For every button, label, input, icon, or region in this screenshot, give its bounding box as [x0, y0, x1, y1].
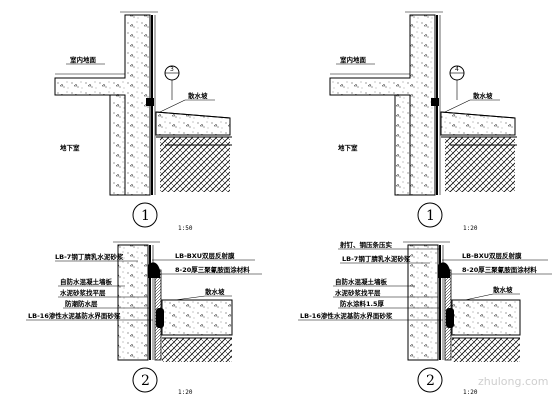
- seal-block-top-4: [438, 262, 450, 278]
- label-right-3-2: 8-20厚三聚氰胺面涂材料: [175, 265, 250, 274]
- detail-4: 射钉、钢压条压实 LB-7钢丁腈乳水泥砂浆 自防水混凝土墙板 水泥砂浆找平层 防…: [298, 240, 552, 396]
- label-left-3-5: LB-16渗性水泥基防水界面砂浆: [28, 311, 121, 320]
- drain-label-2: 散水坡: [473, 91, 493, 100]
- detail-number-circle-4: [417, 367, 443, 393]
- scale-label-3: 1:20: [178, 389, 193, 396]
- label-left-4-5: LB-16渗性水泥基防水界面砂浆: [300, 311, 393, 320]
- label-left-4-2: 自防水混凝土墙板: [335, 277, 388, 286]
- seal-block-bottom-3: [156, 308, 164, 328]
- label-left-4-3: 水泥砂浆找平层: [335, 288, 381, 297]
- label-top-4: 射钉、钢压条压实: [339, 240, 393, 249]
- scale-label-1: 1:50: [178, 225, 193, 232]
- callout-number-2: 4: [455, 66, 459, 73]
- detail-number-2: 1: [426, 208, 435, 224]
- room-label-1: 室内地面: [70, 55, 97, 64]
- label-left-3-2: 自防水混凝土墙板: [60, 277, 113, 286]
- detail-number-3: 2: [141, 373, 150, 389]
- room-label-2: 室内地面: [340, 55, 367, 64]
- basement-label-1: 地下室: [60, 143, 80, 152]
- label-left-4-1: LB-7钢丁腈乳水泥砂浆: [342, 254, 411, 263]
- detail-3: LB-7钢丁腈乳水泥砂浆 自防水混凝土墙板 水泥砂浆找平层 防潮防水层 LB-1…: [26, 241, 262, 396]
- detail-number-4: 2: [426, 373, 435, 389]
- label-left-3-3: 水泥砂浆找平层: [60, 288, 106, 297]
- label-left-3-4: 防潮防水层: [65, 299, 98, 308]
- label-left-3-1: LB-7钢丁腈乳水泥砂浆: [55, 252, 124, 261]
- callout-number-1: 3: [170, 66, 174, 73]
- drain-label-1: 散水坡: [188, 91, 208, 100]
- drain-block-2: [431, 98, 439, 106]
- seal-block-bottom-4: [446, 308, 454, 328]
- detail-number-circle-3: [132, 367, 158, 393]
- scale-label-2: 1:20: [463, 225, 478, 232]
- detail-1: 3 散水坡 室内地面 地下室 1 1:50: [54, 11, 232, 232]
- detail-number-circle-1: [132, 202, 158, 228]
- label-right-3-1: LB-BXU双层反射膜: [175, 251, 235, 260]
- label-left-4-4: 防水涂料1.5厚: [340, 299, 385, 308]
- detail-number-circle-2: [417, 202, 443, 228]
- label-right-4-3: 散水坡: [493, 285, 513, 294]
- label-right-4-1: LB-BXU双层反射膜: [462, 251, 522, 260]
- basement-label-2: 地下室: [338, 143, 358, 152]
- detail-2: 4 散水坡 室内地面 地下室 1 1:20: [329, 11, 517, 232]
- label-right-4-2: 8-20厚三聚氰胺面涂材料: [462, 265, 537, 274]
- detail-number-1: 1: [141, 208, 150, 224]
- seal-block-top-3: [148, 262, 160, 278]
- watermark: zhulong.com: [478, 375, 548, 388]
- label-right-3-3: 散水坡: [205, 287, 225, 296]
- drain-block-1: [146, 98, 154, 106]
- scale-label-4: 1:20: [463, 389, 478, 396]
